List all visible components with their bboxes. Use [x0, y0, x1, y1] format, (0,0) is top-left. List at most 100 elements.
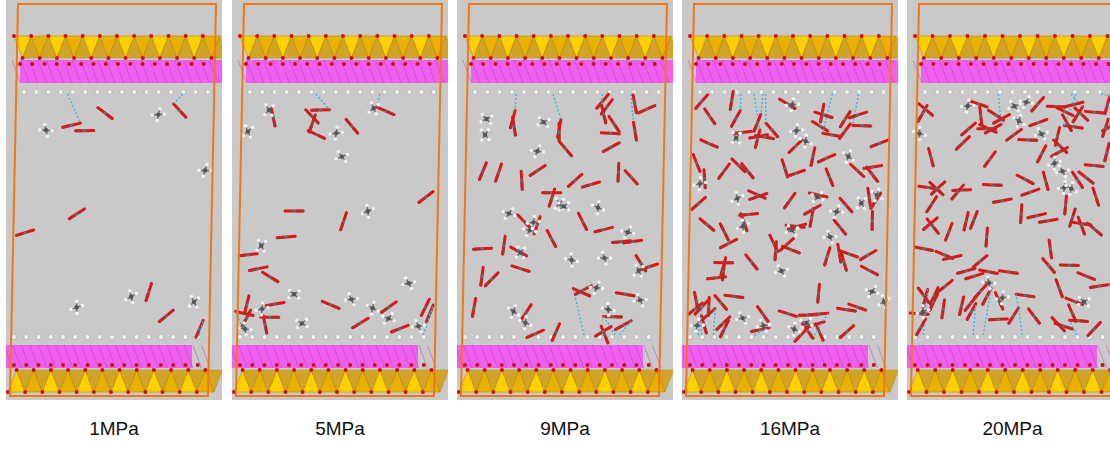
hydrogen-bond	[553, 94, 561, 120]
hydrogen-bond	[573, 289, 584, 335]
hydroxyl-h	[871, 335, 876, 340]
hydroxyl-h	[487, 335, 492, 340]
ch4-molecule	[792, 327, 796, 331]
hydroxyl-h	[546, 90, 551, 95]
hydroxyl-h	[463, 335, 468, 340]
hydroxyl-h	[845, 90, 850, 95]
octahedral-layer	[246, 60, 448, 83]
hydroxyl-h	[97, 335, 102, 340]
hydroxyl-h	[998, 90, 1003, 95]
hydroxyl-h	[1013, 335, 1018, 340]
hydroxyl-h	[146, 335, 151, 340]
hydrogen-bond	[814, 313, 827, 335]
tetrahedron	[1102, 370, 1110, 392]
hydroxyl-h	[370, 90, 375, 95]
hydroxyl-h	[656, 90, 661, 95]
hydroxyl-h	[646, 335, 651, 340]
hydroxyl-h	[737, 335, 742, 340]
hydrogen-bond	[619, 321, 631, 335]
ch4-molecule	[606, 307, 610, 311]
hydroxyl-h	[808, 90, 813, 95]
hydroxyl-h	[710, 90, 715, 95]
cell-outline	[911, 4, 1110, 396]
hydroxyl-h	[73, 335, 78, 340]
hydroxyl-h	[722, 90, 727, 95]
hydroxyl-h	[181, 90, 186, 95]
hydroxyl-h	[360, 335, 365, 340]
ch4-molecule	[1017, 119, 1021, 123]
hydroxyl-h	[1048, 90, 1053, 95]
ch4-molecule	[416, 324, 420, 328]
hydroxyl-h	[260, 90, 265, 95]
hydroxyl-h	[988, 335, 993, 340]
hydroxyl-h	[747, 90, 752, 95]
ch4-molecule	[875, 193, 879, 197]
hydroxyl-h	[561, 335, 566, 340]
ch4-molecule	[483, 133, 487, 137]
ch4-molecule	[246, 129, 250, 133]
ch4-molecule	[735, 196, 739, 200]
hydroxyl-h	[238, 335, 243, 340]
hydroxyl-h	[773, 335, 778, 340]
hydroxyl-h	[761, 335, 766, 340]
hydroxyl-h	[71, 90, 76, 95]
hydroxyl-h	[205, 90, 210, 95]
hydroxyl-h	[348, 335, 353, 340]
hydroxyl-h	[975, 335, 980, 340]
ch4-molecule	[815, 195, 819, 199]
hydrogen-bond	[983, 288, 991, 335]
hydroxyl-h	[83, 90, 88, 95]
hydroxyl-h	[156, 90, 161, 95]
ch4-molecule	[698, 182, 702, 186]
ch4-molecule	[292, 292, 296, 296]
ch4-molecule	[846, 154, 850, 158]
ch4-molecule	[484, 117, 488, 121]
hydroxyl-h	[700, 335, 705, 340]
cell-outline	[10, 4, 216, 396]
hydroxyl-h	[284, 90, 289, 95]
hydroxyl-h	[512, 335, 517, 340]
hydroxyl-h	[407, 90, 412, 95]
hydroxyl-h	[938, 335, 943, 340]
ch4-molecule	[1060, 169, 1064, 173]
hydroxyl-h	[786, 335, 791, 340]
hydroxyl-h	[248, 90, 253, 95]
hydroxyl-h	[475, 335, 480, 340]
hydroxyl-h	[323, 335, 328, 340]
hydrogen-bond	[740, 94, 742, 110]
ch4-molecule	[779, 269, 783, 273]
hydroxyl-h	[620, 90, 625, 95]
co2-molecule	[708, 309, 715, 315]
ch4-molecule	[594, 286, 598, 290]
hydroxyl-h	[274, 335, 279, 340]
hydroxyl-h	[1060, 90, 1065, 95]
hydroxyl-h	[134, 335, 139, 340]
hydroxyl-h	[634, 335, 639, 340]
hydroxyl-h	[783, 90, 788, 95]
hydroxyl-h	[385, 335, 390, 340]
ch4-molecule	[507, 211, 511, 215]
octahedral-layer	[921, 60, 1110, 83]
hydroxyl-h	[499, 335, 504, 340]
pressure-label: 16MPa	[760, 418, 820, 440]
hydrogen-bond	[754, 328, 769, 335]
cell-outline	[461, 4, 667, 396]
hydroxyl-h	[832, 90, 837, 95]
hydroxyl-h	[796, 90, 801, 95]
ch4-molecule	[386, 316, 390, 320]
octahedral-layer	[457, 345, 643, 368]
ch4-molecule	[300, 321, 304, 325]
tetrahedron	[1108, 36, 1110, 58]
hydroxyl-h	[24, 335, 29, 340]
ch4-molecule	[267, 108, 271, 112]
ch4-molecule	[1000, 296, 1004, 300]
hydroxyl-h	[985, 90, 990, 95]
hydroxyl-h	[159, 335, 164, 340]
ch4-molecule	[511, 309, 515, 313]
hydrogen-bond	[68, 94, 81, 123]
octahedral-layer	[696, 60, 898, 83]
hydroxyl-h	[583, 90, 588, 95]
hydroxyl-h	[169, 90, 174, 95]
hydroxyl-h	[297, 90, 302, 95]
hydroxyl-h	[1063, 335, 1068, 340]
